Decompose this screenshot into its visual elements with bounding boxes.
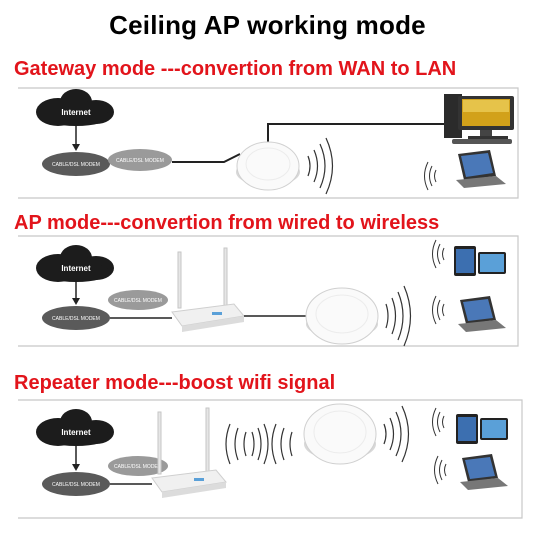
ap-mode-heading: AP mode---convertion from wired to wirel… (14, 212, 440, 234)
svg-text:CABLE/DSL MODEM: CABLE/DSL MODEM (114, 298, 162, 304)
wifi-signal-icon (307, 137, 334, 195)
svg-text:Internet: Internet (61, 428, 91, 437)
modem-icon-1: CABLE/DSL MODEM (42, 306, 110, 330)
modem-icon-1: CABLE/DSL MODEM (42, 472, 110, 496)
repeater-mode-heading: Repeater mode---boost wifi signal (14, 372, 336, 394)
gateway-mode-heading: Gateway mode ---convertion from WAN to L… (14, 58, 457, 80)
svg-text:CABLE/DSL MODEM: CABLE/DSL MODEM (52, 482, 100, 488)
wifi-signal-small-icon (432, 407, 447, 485)
ceiling-ap-icon (236, 141, 300, 191)
router-icon (151, 407, 227, 498)
modem-icon-2: CABLE/DSL MODEM (108, 456, 168, 476)
router-icon (171, 247, 245, 332)
svg-text:CABLE/DSL MODEM: CABLE/DSL MODEM (116, 158, 164, 164)
tablet-icon (454, 246, 506, 276)
tablet-icon (456, 414, 508, 444)
laptop-icon (460, 454, 508, 490)
wifi-signal-icon-right (383, 405, 410, 463)
modem-icon-2: CABLE/DSL MODEM (108, 290, 168, 310)
desktop-computer-icon (444, 94, 514, 144)
wifi-signal-small-icon (424, 161, 437, 191)
modem-icon-1: CABLE/DSL MODEM (42, 152, 110, 176)
repeater-mode-panel: Internet CABLE/DSL MODEM CABLE/DSL MODEM (12, 394, 528, 524)
laptop-icon (456, 150, 506, 188)
modem-icon-2: CABLE/DSL MODEM (108, 149, 172, 171)
svg-text:CABLE/DSL MODEM: CABLE/DSL MODEM (52, 162, 100, 168)
svg-text:CABLE/DSL MODEM: CABLE/DSL MODEM (52, 316, 100, 322)
svg-text:CABLE/DSL MODEM: CABLE/DSL MODEM (114, 464, 162, 470)
wifi-signal-small-icon (432, 239, 445, 325)
cloud-label: Internet (61, 108, 91, 117)
gateway-mode-panel: Internet CABLE/DSL MODEM CABLE/DSL MODEM (12, 84, 524, 202)
wifi-signal-icon (385, 285, 412, 347)
ceiling-ap-icon (303, 403, 377, 465)
svg-text:Internet: Internet (61, 264, 91, 273)
ap-mode-panel: Internet CABLE/DSL MODEM CABLE/DSL MODEM (12, 232, 524, 350)
internet-cloud-icon: Internet (36, 409, 114, 446)
page-title: Ceiling AP working mode (109, 10, 426, 40)
wifi-signal-icon (225, 423, 293, 465)
internet-cloud-icon: Internet (36, 245, 114, 282)
laptop-icon (458, 296, 506, 332)
ceiling-ap-icon (305, 287, 379, 345)
internet-cloud-icon: Internet (36, 89, 114, 126)
